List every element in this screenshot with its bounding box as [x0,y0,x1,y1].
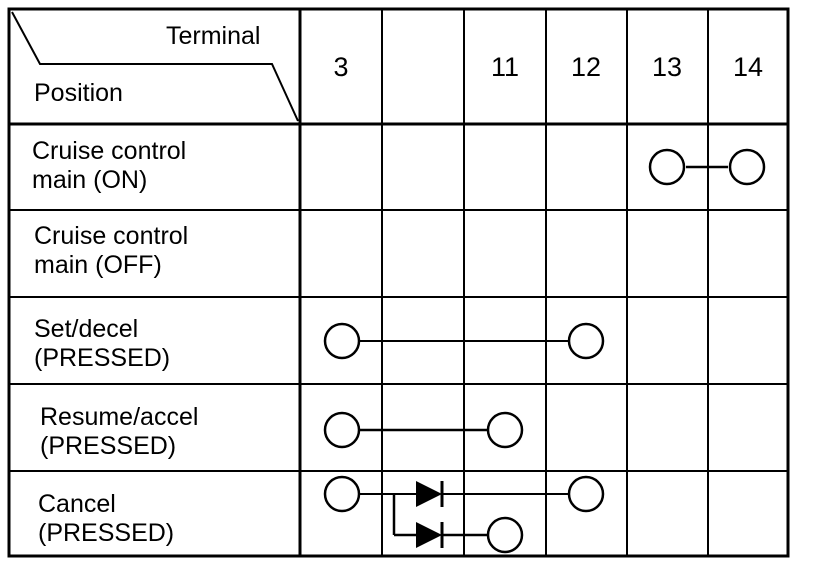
row-label-line2: (PRESSED) [38,519,175,547]
row-label-line2: main (ON) [32,166,148,194]
diode-icon [416,522,442,548]
terminal-number: 3 [333,52,349,82]
table-border [7,7,790,558]
row-label-line1: Cruise control [32,137,187,165]
terminal-circle-14 [728,148,766,186]
terminal-circle-3 [323,411,361,449]
row-label-line1: Cruise control [34,222,189,250]
row-label-line2: (PRESSED) [40,432,177,460]
row-label-line1: Cancel [38,490,116,518]
diode-icon [416,481,442,507]
terminal-circle-13 [648,148,686,186]
terminal-number: 13 [651,52,683,82]
terminal-circle-11 [486,516,524,554]
row-label-line2: main (OFF) [34,251,162,279]
terminal-circle-11 [486,411,524,449]
terminal-number: 11 [490,52,520,82]
row-label-line1: Set/decel [34,315,139,343]
terminal-circle-12 [567,322,605,360]
row-label-line1: Resume/accel [40,403,199,431]
terminal-circle-3 [323,322,361,360]
terminal-header-label: Terminal [166,22,261,50]
terminal-number: 14 [732,52,764,82]
position-header-label: Position [34,79,123,107]
terminal-number: 12 [570,52,602,82]
terminal-circle-3 [323,475,361,513]
header-diagonal [11,11,299,122]
row-label-line2: (PRESSED) [34,344,171,372]
terminal-circle-12 [567,475,605,513]
